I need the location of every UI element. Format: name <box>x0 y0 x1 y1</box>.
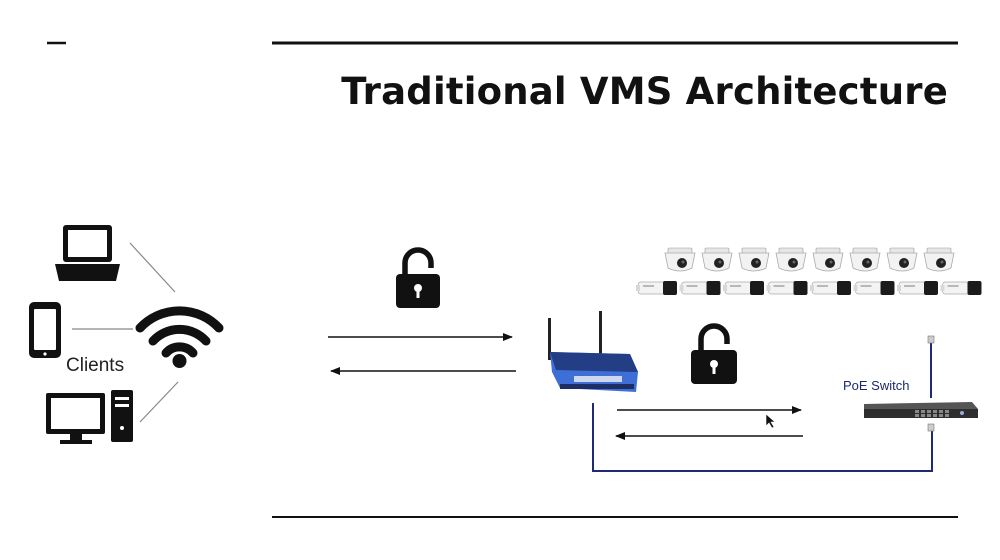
dome-camera-icon <box>886 247 918 272</box>
dome-camera-row <box>664 247 955 272</box>
lock-icon <box>396 247 440 308</box>
bullet-camera-icon <box>766 280 808 296</box>
desktop-icon <box>46 390 133 444</box>
bullet-camera-icon <box>896 280 939 296</box>
bullet-camera-row <box>635 280 982 296</box>
dome-camera-icon <box>664 247 696 272</box>
poe-switch-icon <box>864 402 978 418</box>
cable-connector <box>927 423 935 432</box>
slide-title: Traditional VMS Architecture <box>341 70 948 113</box>
dome-camera-icon <box>701 247 733 272</box>
cable-connector <box>927 335 935 344</box>
dome-camera-icon <box>923 247 955 272</box>
poe-switch-label: PoE Switch <box>843 378 910 393</box>
wifi-icon <box>135 306 224 368</box>
cursor-icon <box>765 413 776 429</box>
router-icon <box>548 311 638 392</box>
laptop-icon <box>55 225 120 281</box>
dome-camera-icon <box>775 247 807 272</box>
bullet-camera-icon <box>679 280 721 296</box>
bullet-camera-icon <box>722 280 765 296</box>
bullet-camera-icon <box>853 280 895 296</box>
phone-icon <box>29 302 61 358</box>
dome-camera-icon <box>812 247 844 272</box>
lock-icon <box>691 323 737 384</box>
bullet-camera-icon <box>940 280 982 296</box>
dome-camera-icon <box>849 247 881 272</box>
clients-label: Clients <box>66 355 125 376</box>
bullet-camera-icon <box>635 280 678 296</box>
network-cable <box>592 340 933 472</box>
dome-camera-icon <box>738 247 770 272</box>
bullet-camera-icon <box>809 280 852 296</box>
client-connectors <box>72 242 179 423</box>
